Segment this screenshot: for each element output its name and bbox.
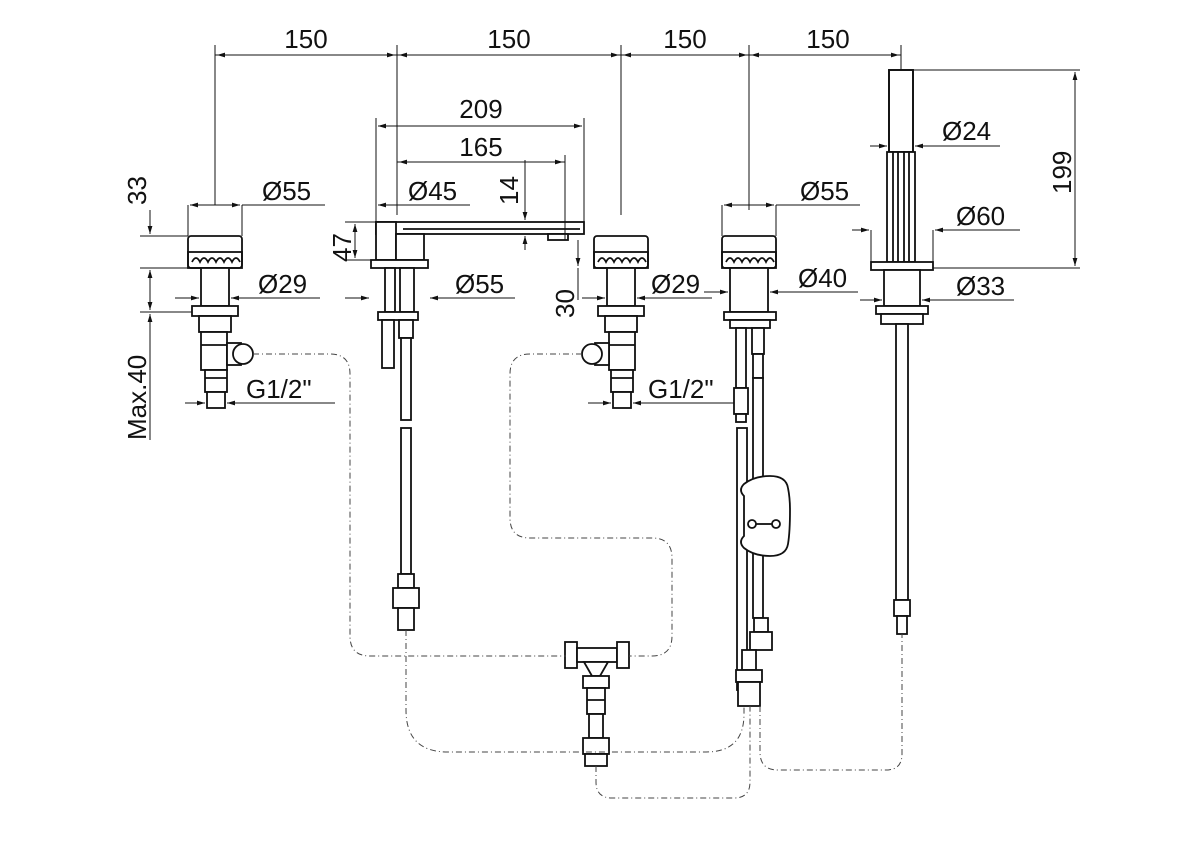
spout-reach-label: 165 [459,132,502,162]
max-thickness-label: Max.40 [122,355,152,440]
mid-handle-diameter-label: Ø29 [651,269,700,299]
diverter-valve: Ø55 Ø40 [704,176,860,707]
left-handle-height-label: 33 [122,176,152,205]
spacing-4-label: 150 [806,24,849,54]
spacing-1-label: 150 [284,24,327,54]
spacing-2-label: 150 [487,24,530,54]
t-connector [564,641,630,767]
spacing-3-label: 150 [663,24,706,54]
spout-tip-height-label: 14 [494,176,524,205]
middle-valve: Ø29 G1/2" [581,235,740,409]
left-handle-diameter-label: Ø55 [262,176,311,206]
shower-base-diameter-label: Ø33 [956,271,1005,301]
hose-routing [253,353,903,799]
left-thread-label: G1/2" [246,374,312,404]
mid-thread-label: G1/2" [648,374,714,404]
left-body-diameter-label: Ø29 [258,269,307,299]
spout: 209 165 Ø45 14 47 Ø55 30 [327,94,585,631]
shower-head-diameter-label: Ø24 [942,116,991,146]
left-valve: Ø55 33 Ø29 Max.40 G1/2" [122,176,335,440]
diverter-body-diameter-label: Ø40 [798,263,847,293]
diverter-handle-diameter-label: Ø55 [800,176,849,206]
spout-height-label: 47 [327,233,357,262]
shower-height-label: 199 [1047,151,1077,194]
spout-base-diameter-label: Ø55 [455,269,504,299]
hand-shower: 199 Ø24 Ø60 Ø33 [852,69,1080,635]
spout-length-label: 209 [459,94,502,124]
spacing-dimensions: 150 150 150 150 [214,24,902,215]
rosette-height-label: 30 [550,289,580,318]
shower-rosette-diameter-label: Ø60 [956,201,1005,231]
spout-diameter-label: Ø45 [408,176,457,206]
